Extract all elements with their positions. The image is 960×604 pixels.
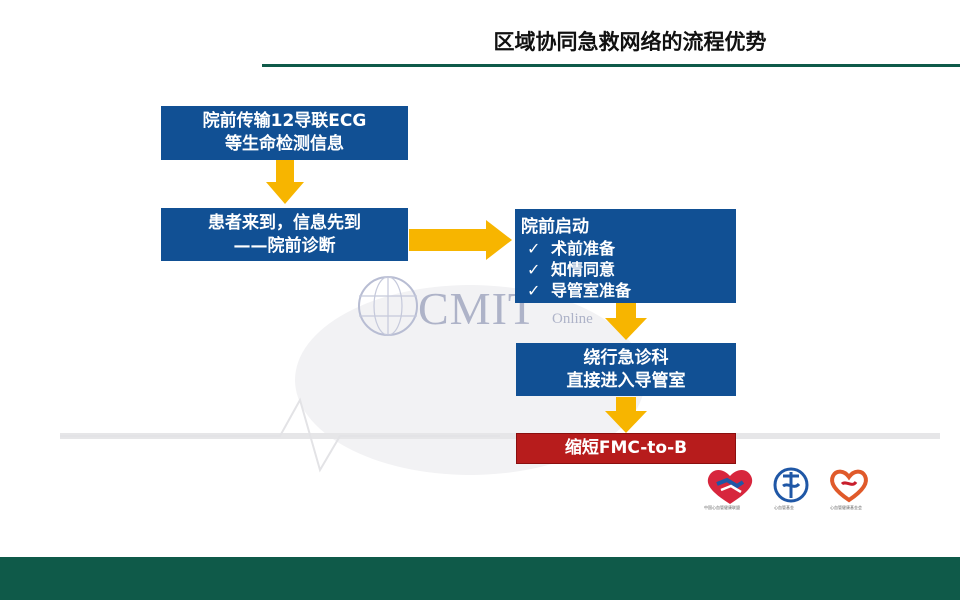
title-underline bbox=[262, 64, 960, 67]
box-shorten-fmc: 缩短FMC-to-B bbox=[516, 433, 736, 464]
box-bypass-er-line1: 绕行急诊科 bbox=[583, 347, 669, 368]
box-bypass-er: 绕行急诊科 直接进入导管室 bbox=[516, 343, 736, 396]
activation-item: ✓ 导管室准备 bbox=[515, 280, 736, 301]
activation-item-label: 知情同意 bbox=[551, 260, 616, 279]
arrow-right-1 bbox=[409, 220, 512, 260]
box-bypass-er-line2: 直接进入导管室 bbox=[566, 370, 686, 391]
box-prehospital-ecg: 院前传输12导联ECG 等生命检测信息 bbox=[161, 106, 408, 160]
logo-caption: 中国心血管健康联盟 bbox=[704, 505, 740, 510]
activation-title: 院前启动 bbox=[521, 217, 589, 237]
red-heart-logo: 心血管健康基金会 bbox=[824, 466, 874, 512]
footer-band bbox=[0, 557, 960, 600]
check-icon: ✓ bbox=[527, 239, 541, 258]
check-icon: ✓ bbox=[527, 281, 541, 300]
logo-caption: 心血管基金 bbox=[774, 505, 794, 510]
box-prehospital-ecg-line1: 院前传输12导联ECG bbox=[202, 111, 367, 131]
box-prehospital-diagnosis: 患者来到，信息先到 ——院前诊断 bbox=[161, 208, 408, 261]
page-title: 区域协同急救网络的流程优势 bbox=[493, 30, 767, 54]
arrow-down-3 bbox=[605, 397, 647, 433]
box-prehospital-diagnosis-line1: 患者来到，信息先到 bbox=[208, 212, 361, 233]
activation-item: ✓ 知情同意 bbox=[515, 259, 736, 280]
activation-item-label: 术前准备 bbox=[551, 239, 616, 258]
watermark-ecg-line bbox=[60, 397, 500, 473]
box-shorten-fmc-label: 缩短FMC-to-B bbox=[564, 438, 688, 458]
logo-caption: 心血管健康基金会 bbox=[830, 505, 862, 510]
activation-item-label: 导管室准备 bbox=[551, 281, 632, 300]
activation-item: ✓ 术前准备 bbox=[515, 238, 736, 259]
check-icon: ✓ bbox=[527, 260, 541, 279]
box-prehospital-diagnosis-line2: ——院前诊断 bbox=[233, 235, 336, 256]
heart-handshake-logo: 中国心血管健康联盟 bbox=[703, 466, 757, 512]
box-prehospital-ecg-line2: 等生命检测信息 bbox=[225, 134, 344, 154]
box-prehospital-activation: 院前启动 ✓ 术前准备 ✓ 知情同意 ✓ 导管室准备 bbox=[515, 209, 736, 303]
watermark-sub-text: Online bbox=[552, 311, 593, 327]
arrow-down-2 bbox=[605, 303, 647, 340]
blue-emblem-logo: 心血管基金 bbox=[766, 466, 816, 512]
arrow-down-1 bbox=[266, 160, 304, 204]
